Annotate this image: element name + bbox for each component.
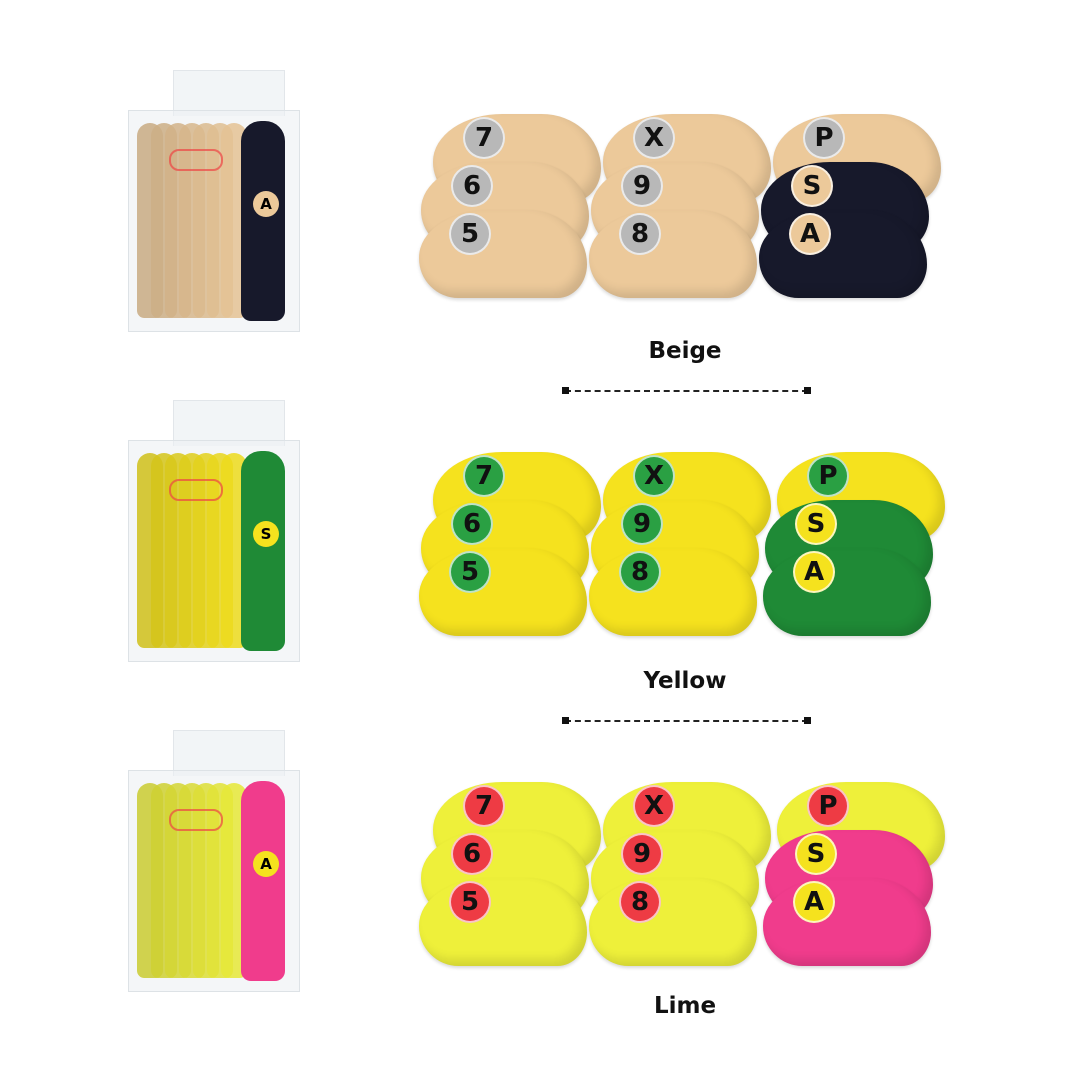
number-badge: 6 bbox=[451, 503, 493, 545]
box-body: A bbox=[128, 770, 300, 992]
number-badge: P bbox=[803, 117, 845, 159]
section-divider bbox=[562, 717, 811, 724]
number-badge: 7 bbox=[463, 455, 505, 497]
number-badge: 8 bbox=[619, 213, 661, 255]
packed-accent-cover bbox=[241, 121, 285, 321]
box-body: A bbox=[128, 110, 300, 332]
number-badge: S bbox=[795, 503, 837, 545]
iron-cover-8: 8 bbox=[589, 878, 757, 966]
brand-logo bbox=[169, 479, 223, 501]
number-badge: 7 bbox=[463, 117, 505, 159]
color-name-label: Lime bbox=[653, 993, 717, 1019]
number-badge: 9 bbox=[621, 165, 663, 207]
variant-lime: A 7 X P 6 9 S 5 8 A bbox=[0, 690, 1080, 1020]
section-divider bbox=[562, 387, 811, 394]
number-badge: A bbox=[789, 213, 831, 255]
number-badge: 5 bbox=[449, 213, 491, 255]
box-body: S bbox=[128, 440, 300, 662]
box-hanger bbox=[173, 730, 285, 776]
number-badge: A bbox=[793, 881, 835, 923]
number-badge: 5 bbox=[449, 881, 491, 923]
number-badge: 9 bbox=[621, 503, 663, 545]
packaging-box: A bbox=[128, 70, 300, 332]
box-badge: A bbox=[253, 191, 279, 217]
variant-beige: A 7 X P 6 9 S 5 8 A bbox=[0, 30, 1080, 360]
packaging-box: S bbox=[128, 400, 300, 662]
number-badge: P bbox=[807, 785, 849, 827]
iron-cover-8: 8 bbox=[589, 548, 757, 636]
packed-accent-cover bbox=[241, 451, 285, 651]
number-badge: S bbox=[791, 165, 833, 207]
iron-cover-8: 8 bbox=[589, 210, 757, 298]
box-badge: S bbox=[253, 521, 279, 547]
number-badge: A bbox=[793, 551, 835, 593]
iron-cover-5: 5 bbox=[419, 878, 587, 966]
color-name-label: Beige bbox=[648, 338, 722, 364]
iron-cover-a: A bbox=[759, 210, 927, 298]
box-hanger bbox=[173, 400, 285, 446]
number-badge: 8 bbox=[619, 881, 661, 923]
number-badge: X bbox=[633, 785, 675, 827]
brand-logo bbox=[169, 809, 223, 831]
box-badge: A bbox=[253, 851, 279, 877]
number-badge: 8 bbox=[619, 551, 661, 593]
number-badge: 7 bbox=[463, 785, 505, 827]
number-badge: 6 bbox=[451, 165, 493, 207]
number-badge: X bbox=[633, 117, 675, 159]
variant-yellow: S 7 X P 6 9 S 5 8 A bbox=[0, 360, 1080, 690]
color-name-label: Yellow bbox=[643, 668, 727, 694]
number-badge: X bbox=[633, 455, 675, 497]
number-badge: 6 bbox=[451, 833, 493, 875]
box-hanger bbox=[173, 70, 285, 116]
iron-cover-5: 5 bbox=[419, 210, 587, 298]
number-badge: P bbox=[807, 455, 849, 497]
iron-cover-a: A bbox=[763, 548, 931, 636]
brand-logo bbox=[169, 149, 223, 171]
packed-accent-cover bbox=[241, 781, 285, 981]
number-badge: S bbox=[795, 833, 837, 875]
packaging-box: A bbox=[128, 730, 300, 992]
iron-cover-a: A bbox=[763, 878, 931, 966]
number-badge: 9 bbox=[621, 833, 663, 875]
number-badge: 5 bbox=[449, 551, 491, 593]
iron-cover-5: 5 bbox=[419, 548, 587, 636]
